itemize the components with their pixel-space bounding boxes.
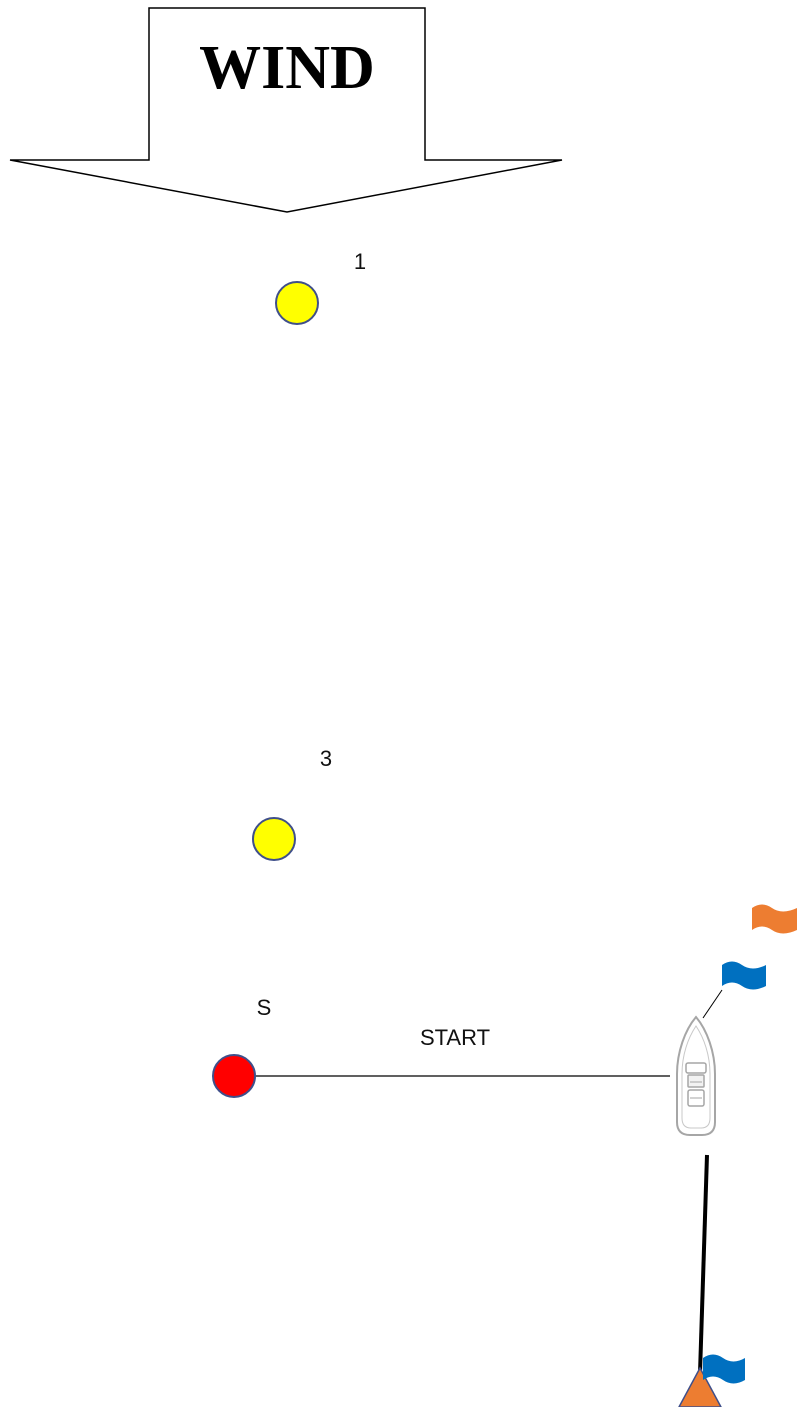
mark-s-buoy: [213, 1055, 255, 1097]
boat-blue-flag: [722, 962, 766, 990]
boat-console: [688, 1075, 704, 1087]
wind-label: WIND: [199, 34, 375, 102]
mark-3-buoy: [253, 818, 295, 860]
mark-3: 3: [253, 746, 332, 860]
wind-arrow: WIND: [10, 8, 562, 212]
mark-1-label: 1: [354, 249, 366, 274]
pin-blue-flag: [703, 1355, 745, 1384]
boat-to-pin-line: [700, 1155, 707, 1373]
mark-3-label: 3: [320, 746, 332, 771]
start-line-label: START: [420, 1025, 490, 1050]
mark-s: S: [213, 995, 271, 1097]
committee-boat: [677, 990, 722, 1135]
boat-windshield: [686, 1063, 706, 1073]
mark-s-label: S: [257, 995, 272, 1020]
orange-flag: [752, 905, 797, 934]
start-line: START: [256, 1025, 670, 1076]
mark-1-buoy: [276, 282, 318, 324]
mark-1: 1: [276, 249, 366, 324]
boat-flag-pole: [703, 990, 722, 1018]
